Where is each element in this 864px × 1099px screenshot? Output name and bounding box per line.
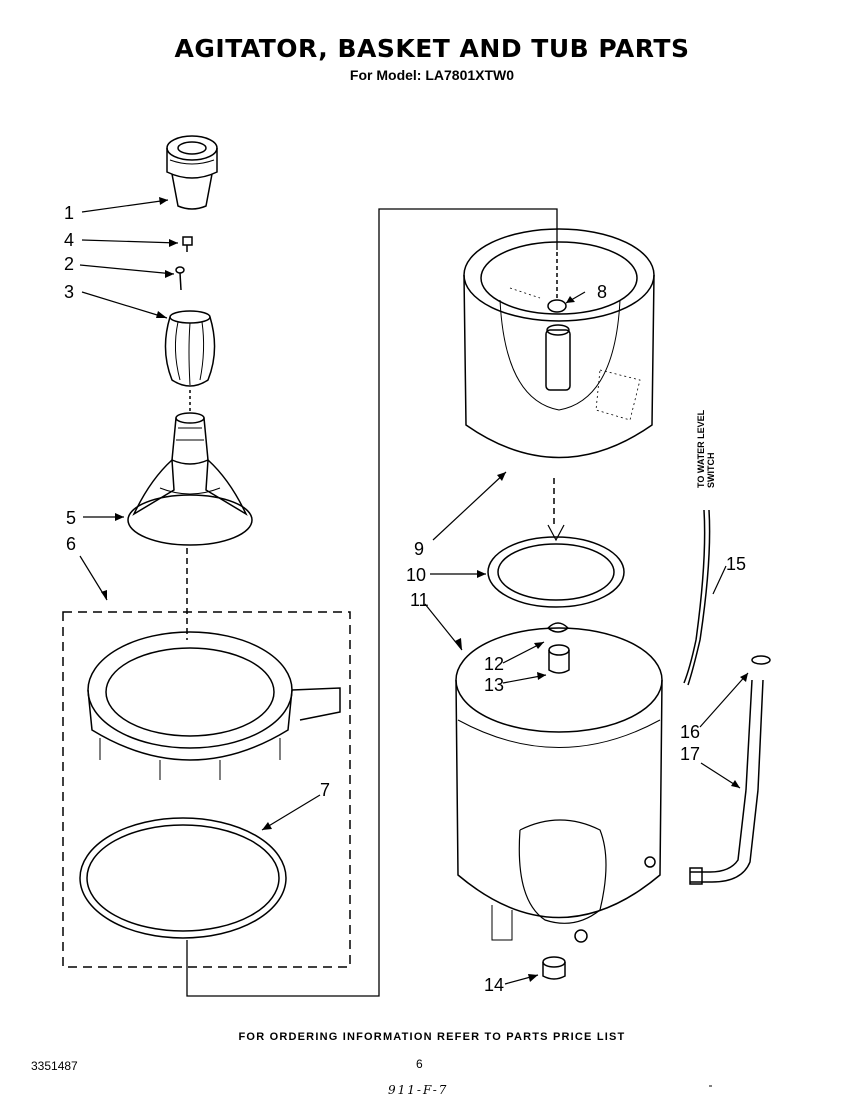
callout-2: 2 [64, 254, 74, 274]
callout-14: 14 [484, 975, 504, 995]
callout-numbers: 1 4 2 3 5 6 7 8 9 10 11 12 13 14 15 16 1… [64, 203, 746, 995]
agitator-base-part-5 [127, 390, 253, 546]
callout-5: 5 [66, 508, 76, 528]
callout-6: 6 [66, 534, 76, 554]
callout-17: 17 [680, 744, 700, 764]
callout-16: 16 [680, 722, 700, 742]
document-number: 3351487 [31, 1059, 78, 1073]
tub-ring-part-6 [87, 631, 341, 780]
callout-12: 12 [484, 654, 504, 674]
agitator-cap-part-1 [166, 135, 218, 210]
air-hose-part-17 [644, 679, 764, 885]
water-level-switch-label: TO WATER LEVEL SWITCH [696, 409, 716, 488]
assembly-group-box [62, 611, 351, 968]
seal-ring-part-7 [79, 817, 287, 939]
basket-nut-part-8 [547, 252, 567, 313]
retainer-part-2 [175, 266, 185, 291]
callout-3: 3 [64, 282, 74, 302]
side-label-line-1: TO WATER LEVEL [696, 409, 706, 488]
ordering-note: FOR ORDERING INFORMATION REFER TO PARTS … [238, 1031, 626, 1043]
agitator-cam-part-3 [164, 310, 216, 387]
callout-7: 7 [320, 780, 330, 800]
page-title: AGITATOR, BASKET AND TUB PARTS [174, 34, 690, 63]
basket-part-9 [463, 228, 655, 459]
callout-4: 4 [64, 230, 74, 250]
callout-13: 13 [484, 675, 504, 695]
drive-hub-part-10 [487, 524, 625, 608]
small-fitting-part-4 [182, 236, 193, 252]
handwritten-note: 911-F-7 [388, 1083, 449, 1097]
pressure-hose-part-15 [683, 509, 711, 686]
model-subtitle: For Model: LA7801XTW0 [349, 67, 515, 83]
outer-tub-part-11 [455, 627, 663, 943]
air-dome-part-16 [751, 655, 771, 665]
callout-arrowheads [101, 197, 748, 982]
callout-11: 11 [410, 590, 429, 610]
callout-9: 9 [414, 539, 424, 559]
spline-part-13 [548, 644, 570, 674]
drain-fitting-part-14 [542, 956, 566, 980]
side-label-line-2: SWITCH [706, 453, 716, 489]
callout-10: 10 [406, 565, 426, 585]
callout-8: 8 [597, 282, 607, 302]
page-number: 6 [416, 1057, 423, 1071]
callout-1: 1 [64, 203, 74, 223]
connector-line [186, 208, 558, 997]
callout-15: 15 [726, 554, 746, 574]
